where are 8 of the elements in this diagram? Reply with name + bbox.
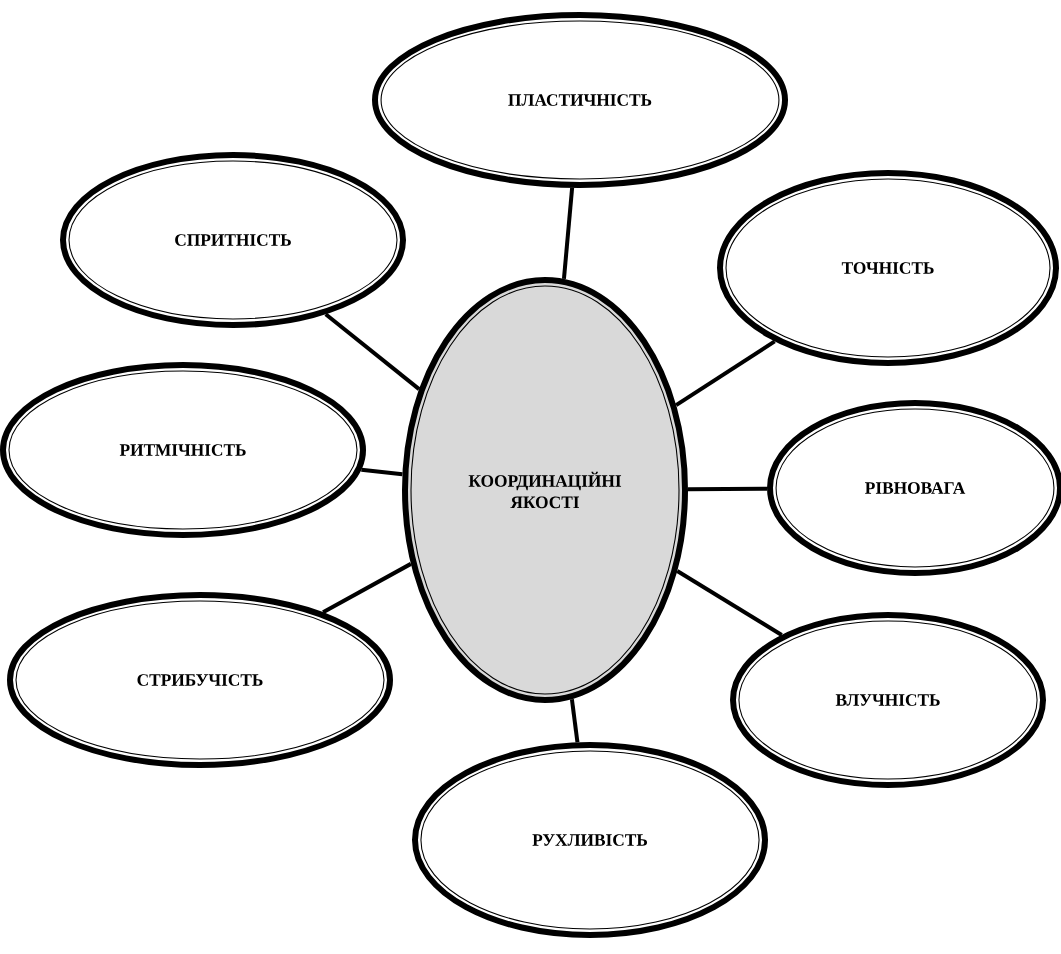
connector-line [361,467,403,477]
connector-line [688,486,768,492]
connector-line [322,562,412,614]
connector-line [324,312,421,391]
connector-line [675,339,776,407]
connector-line [561,187,575,280]
connector-line [569,698,580,743]
connector-line [676,569,783,637]
